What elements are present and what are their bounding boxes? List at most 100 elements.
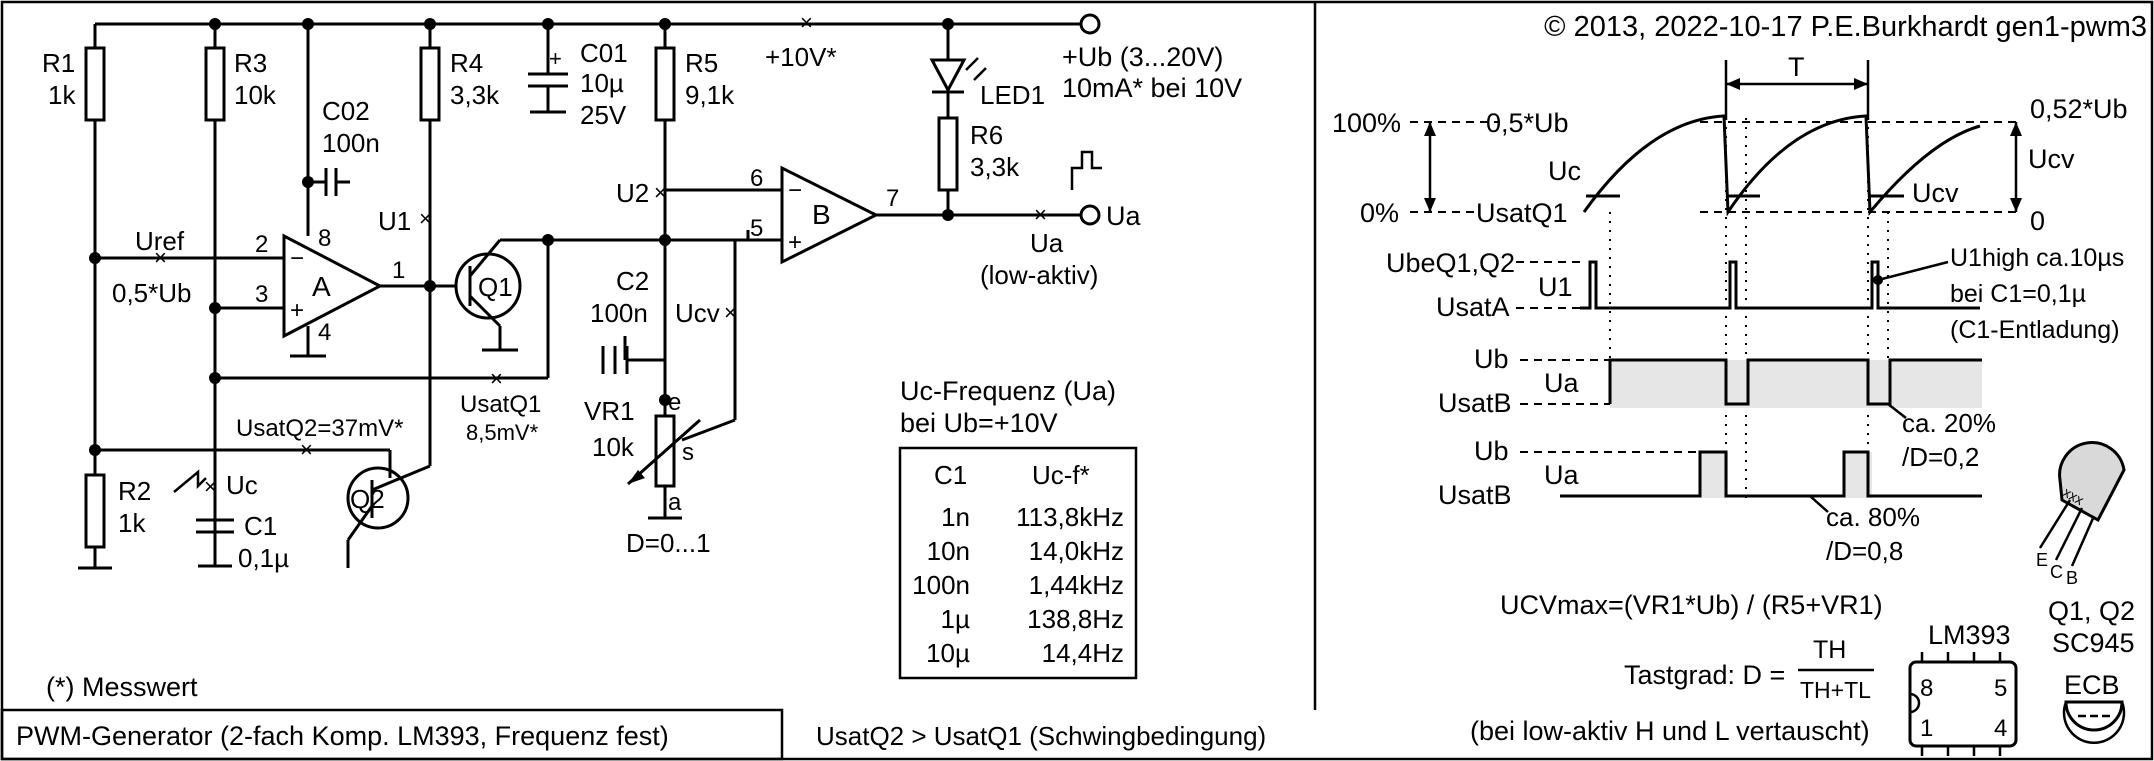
title-box bbox=[0, 708, 784, 761]
svg-text:×: × bbox=[724, 300, 737, 325]
svg-text:6: 6 bbox=[750, 165, 763, 192]
svg-text:a: a bbox=[668, 489, 682, 516]
table-cell: 1µ bbox=[941, 604, 970, 634]
formula-ucv-max: UCVmax=(VR1*Ub) / (R5+VR1) bbox=[1500, 590, 1883, 620]
oscillation-condition: UsatQ2 > UsatQ1 (Schwingbedingung) bbox=[816, 721, 1266, 751]
svg-text:8: 8 bbox=[318, 225, 331, 252]
resistor-r1 bbox=[84, 46, 106, 122]
freq-table-header-c1: C1 bbox=[934, 460, 967, 490]
svg-text:×: × bbox=[419, 206, 432, 231]
label-0-percent: 0% bbox=[1360, 198, 1399, 228]
svg-text:×: × bbox=[490, 366, 503, 391]
label-d-range: D=0...1 bbox=[626, 528, 711, 558]
label-ua-row2: Ua bbox=[1544, 460, 1579, 490]
svg-text:1: 1 bbox=[392, 257, 405, 284]
resistor-r4 bbox=[419, 46, 441, 122]
label-q1-q2: Q1, Q2 bbox=[2048, 596, 2135, 626]
label-half-ub: 0,5*Ub bbox=[112, 278, 192, 308]
svg-text:−: − bbox=[788, 177, 802, 204]
svg-text:4: 4 bbox=[318, 319, 331, 346]
comp-a-minus: − bbox=[290, 245, 304, 272]
table-cell: 100n bbox=[912, 570, 970, 600]
svg-text:3: 3 bbox=[255, 281, 268, 308]
label-usat-q1-value: 8,5mV* bbox=[466, 420, 539, 445]
label-ub-range: +Ub (3...20V) bbox=[1062, 42, 1223, 72]
label-comp-a: A bbox=[312, 271, 331, 302]
formula-tastgrad: Tastgrad: D = bbox=[1624, 660, 1785, 690]
label-r2-value: 1k bbox=[118, 508, 146, 538]
terminal-plus-ub bbox=[1079, 13, 1101, 35]
formula-denominator: TH+TL bbox=[1800, 677, 1871, 703]
label-uc-wave: Uc bbox=[1548, 156, 1581, 186]
svg-text:×: × bbox=[300, 437, 313, 462]
svg-text:s: s bbox=[682, 439, 694, 466]
led-led1 bbox=[929, 58, 967, 94]
label-ua-row1: Ua bbox=[1544, 368, 1579, 398]
table-cell: 10µ bbox=[926, 638, 970, 668]
label-q1: Q1 bbox=[478, 272, 513, 302]
resistor-r3 bbox=[204, 46, 226, 122]
formula-numerator: TH bbox=[1813, 636, 1846, 664]
label-usat-b-row1: UsatB bbox=[1438, 388, 1512, 418]
label-u1-wave: U1 bbox=[1538, 272, 1573, 302]
label-r6-value: 3,3k bbox=[970, 152, 1020, 182]
svg-text:+: + bbox=[788, 229, 802, 256]
label-ucv-right: Ucv bbox=[2028, 144, 2075, 174]
comparator-a bbox=[282, 233, 384, 339]
label-uref: Uref bbox=[135, 226, 185, 256]
ua-waveform-20 bbox=[1608, 358, 1982, 406]
ic-lm393-package bbox=[1908, 660, 2018, 748]
svg-text:2: 2 bbox=[255, 231, 268, 258]
svg-text:1: 1 bbox=[1920, 715, 1933, 742]
label-c1-value: 0,1µ bbox=[238, 543, 289, 573]
copyright-text: © 2013, 2022-10-17 P.E.Burkhardt gen1-pw… bbox=[1544, 11, 2147, 43]
table-cell: 113,8kHz bbox=[1016, 502, 1124, 532]
label-ucv-wave: Ucv bbox=[1912, 178, 1959, 208]
label-ube: UbeQ1,Q2 bbox=[1386, 248, 1515, 278]
svg-text:8: 8 bbox=[1920, 675, 1933, 702]
duty-note-d02: /D=0,2 bbox=[1902, 442, 1979, 472]
label-r3-name: R3 bbox=[234, 48, 267, 78]
transistor-q2 bbox=[346, 466, 410, 530]
label-usat-q1: UsatQ1 bbox=[460, 391, 541, 418]
label-r1-value: 1k bbox=[48, 80, 76, 110]
comparator-b bbox=[780, 165, 880, 265]
svg-text:5: 5 bbox=[750, 215, 763, 242]
label-usat-b-row2: UsatB bbox=[1438, 480, 1512, 510]
label-r5-name: R5 bbox=[685, 48, 718, 78]
table-cell: 14,0kHz bbox=[1029, 536, 1124, 566]
svg-text:B: B bbox=[2066, 568, 2078, 588]
ua-shade-1 bbox=[1610, 360, 1982, 408]
label-ucv: Ucv bbox=[675, 298, 720, 328]
table-cell: 1,44kHz bbox=[1029, 570, 1124, 600]
ua-waveform-80 bbox=[1560, 450, 1982, 498]
label-10v: +10V* bbox=[765, 42, 837, 72]
u1-note-line2: bei C1=0,1µ bbox=[1950, 280, 2086, 308]
u1-waveform bbox=[1580, 260, 1980, 310]
svg-text:C: C bbox=[2050, 562, 2063, 582]
table-cell: 138,8Hz bbox=[1027, 604, 1124, 634]
svg-text:×: × bbox=[800, 10, 813, 35]
timing-diagram: 100% 0% 0,5*Ub UsatQ1 Uc Ucv 0,52*Ub Ucv… bbox=[1332, 52, 2128, 566]
label-r2-name: R2 bbox=[118, 476, 151, 506]
label-r5-value: 9,1k bbox=[685, 80, 735, 110]
comp-a-plus: + bbox=[290, 297, 304, 324]
circuit-title: PWM-Generator (2-fach Komp. LM393, Frequ… bbox=[16, 721, 669, 751]
ic-pins bbox=[1920, 652, 2002, 756]
freq-table-rows: 1n 113,8kHz 10n 14,0kHz 100n 1,44kHz 1µ … bbox=[912, 502, 1124, 668]
label-ub-current: 10mA* bei 10V bbox=[1062, 73, 1242, 103]
label-usat-q1-level: UsatQ1 bbox=[1476, 198, 1568, 228]
label-100-percent: 100% bbox=[1332, 108, 1401, 138]
label-vr1-name: VR1 bbox=[584, 396, 635, 426]
label-ub-row2: Ub bbox=[1474, 436, 1509, 466]
table-cell: 14,4Hz bbox=[1042, 638, 1124, 668]
label-vr1-value: 10k bbox=[592, 432, 635, 462]
formula-note: (bei low-aktiv H und L vertauscht) bbox=[1470, 716, 1870, 746]
label-c2-value: 100n bbox=[590, 298, 648, 328]
label-lm393: LM393 bbox=[1928, 620, 2011, 650]
resistor-r2 bbox=[84, 473, 106, 549]
uc-sawtooth-symbol bbox=[173, 469, 207, 493]
